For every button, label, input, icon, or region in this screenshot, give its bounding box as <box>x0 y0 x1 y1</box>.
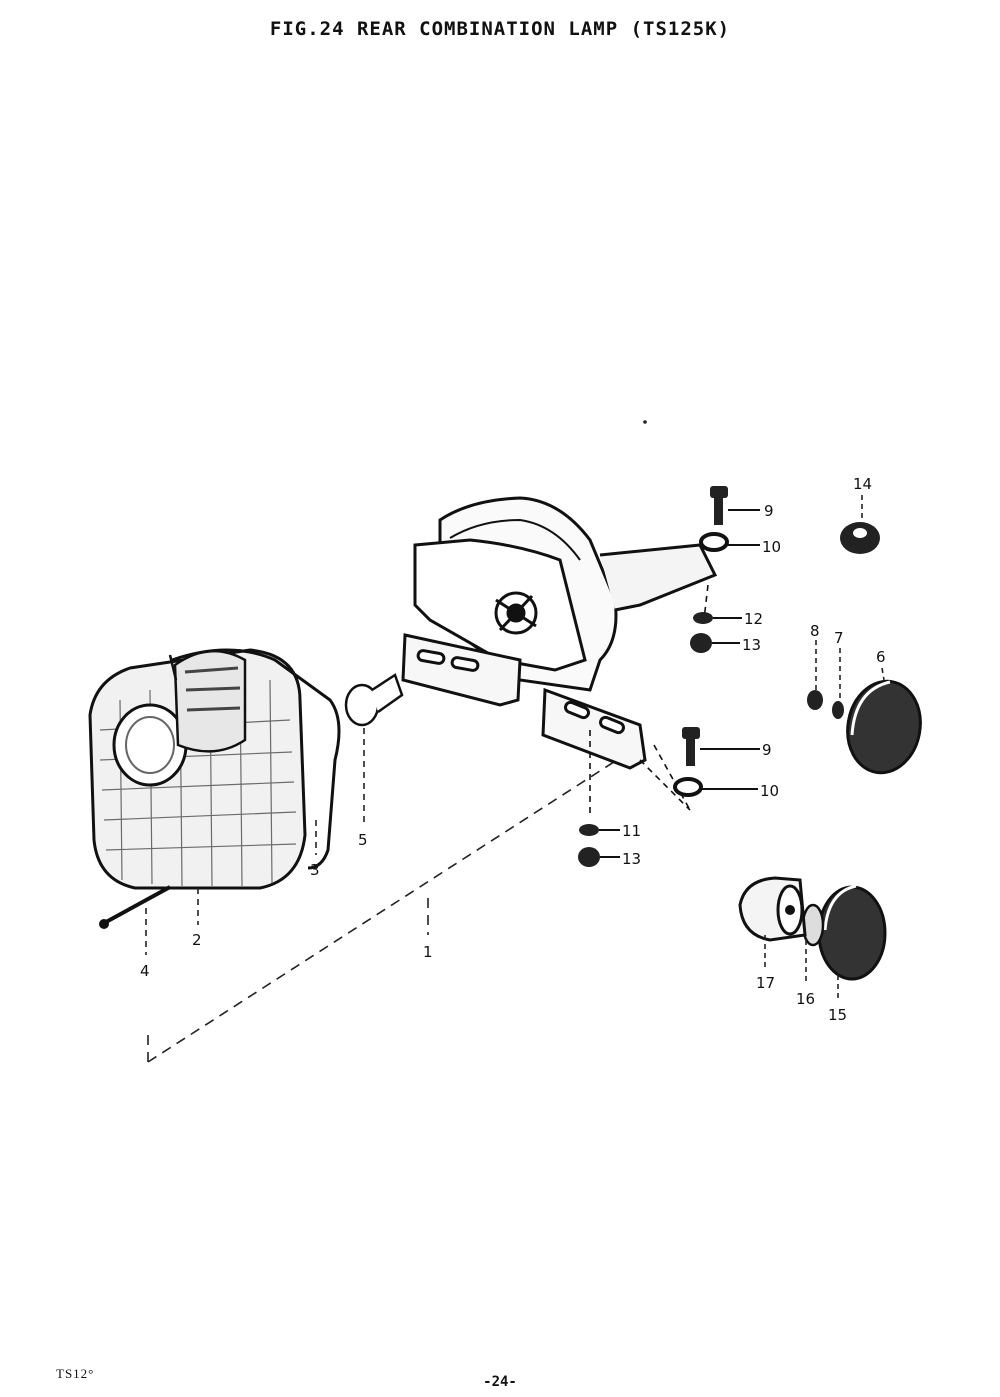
callout-10-lower: 10 <box>760 782 779 800</box>
callout-10-upper: 10 <box>762 538 781 556</box>
bolt-part-9-upper <box>710 486 760 525</box>
lamp-body-part-17 <box>738 876 807 970</box>
callout-6: 6 <box>876 648 886 666</box>
mount-bracket-part <box>401 496 718 818</box>
callout-8: 8 <box>810 622 820 640</box>
callout-9-lower: 9 <box>762 741 772 759</box>
callout-14: 14 <box>853 475 872 493</box>
nut-part-13-lower <box>578 847 620 867</box>
speck <box>643 420 647 424</box>
leader-line-1 <box>147 739 649 1063</box>
washer-part-10-lower <box>673 777 758 797</box>
callout-2: 2 <box>192 931 202 949</box>
fastener-part-7 <box>832 648 844 719</box>
callout-5: 5 <box>358 831 368 849</box>
callout-13-upper: 13 <box>742 636 761 654</box>
callout-7: 7 <box>834 629 844 647</box>
screw-part-4 <box>99 885 171 955</box>
callout-11: 11 <box>622 822 641 840</box>
callout-12: 12 <box>744 610 763 628</box>
footer-model-code: TS12° <box>56 1366 95 1381</box>
callout-1: 1 <box>423 943 433 961</box>
callout-4: 4 <box>140 962 150 980</box>
callout-9-upper: 9 <box>764 502 774 520</box>
callout-17: 17 <box>756 974 775 992</box>
figure-title: FIG.24 REAR COMBINATION LAMP (TS125K) <box>269 18 731 40</box>
lens-part-15 <box>817 884 887 1000</box>
callout-15: 15 <box>828 1006 847 1024</box>
page-number: -24- <box>483 1374 517 1390</box>
gasket-part <box>168 648 341 870</box>
callout-16: 16 <box>796 990 815 1008</box>
reflector-part-6 <box>846 667 922 775</box>
lock-washer-part-12 <box>693 612 742 624</box>
fastener-part-8 <box>807 640 823 710</box>
washer-part-10-upper <box>699 532 760 552</box>
lock-washer-part-11 <box>579 824 620 836</box>
nut-part-13-upper <box>690 633 740 653</box>
bulb-part <box>344 673 404 825</box>
callout-3: 3 <box>310 861 320 879</box>
grommet-part-14 <box>840 495 880 554</box>
lamp-housing-part <box>88 648 307 890</box>
bolt-part-9-lower <box>682 727 760 766</box>
callout-13-lower: 13 <box>622 850 641 868</box>
